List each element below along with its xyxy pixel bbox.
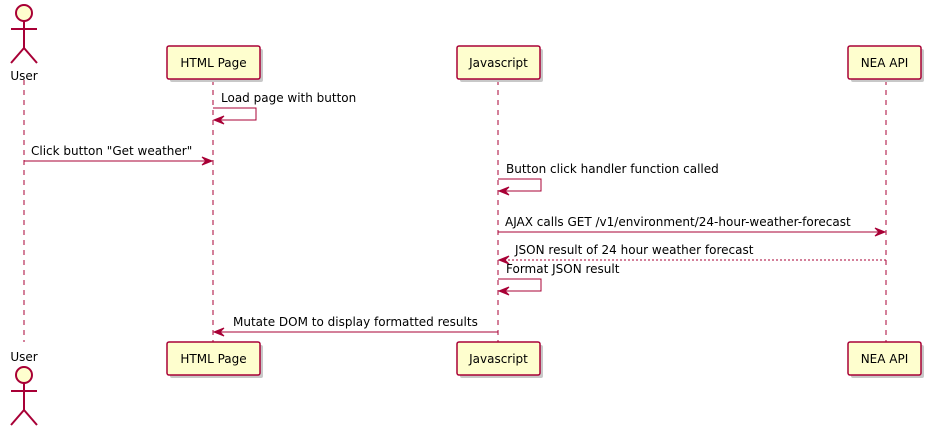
arrowhead [874,227,887,237]
participant-label: Javascript [468,56,528,70]
participant-label: HTML Page [180,56,246,70]
message-label: Format JSON result [506,262,620,276]
participant-html-bottom: HTML Page [166,341,263,378]
actor-user-bottom: User [10,350,38,426]
participant-label: NEA API [861,56,909,70]
self-message-line [498,278,542,292]
participant-label: NEA API [861,352,909,366]
message-6: Format JSON result [497,262,620,296]
message-2: Click button "Get weather" [24,144,214,166]
arrowhead [497,186,510,196]
message-label: Mutate DOM to display formatted results [233,315,478,329]
arrowhead [497,286,510,296]
actor-label: User [10,69,37,83]
actor-user-top: User [10,4,38,83]
message-label: AJAX calls GET /v1/environment/24-hour-w… [505,215,851,229]
arrowhead [212,327,225,337]
arrowhead [497,255,510,265]
participant-nea-top: NEA API [847,45,924,82]
self-message-line [498,178,542,192]
message-4: AJAX calls GET /v1/environment/24-hour-w… [498,215,887,237]
message-5: JSON result of 24 hour weather forecast [497,243,886,265]
message-1: Load page with button [212,91,356,125]
participant-label: HTML Page [180,352,246,366]
participant-js-bottom: Javascript [456,341,543,378]
participant-html-top: HTML Page [166,45,263,82]
message-label: Button click handler function called [506,162,719,176]
participant-js-top: Javascript [456,45,543,82]
actor-label: User [10,350,37,364]
arrowhead [212,115,225,125]
arrowhead [201,156,214,166]
participant-label: Javascript [468,352,528,366]
participant-nea-bottom: NEA API [847,341,924,378]
message-label: Load page with button [221,91,356,105]
message-label: Click button "Get weather" [31,144,192,158]
self-message-line [213,107,257,121]
message-label: JSON result of 24 hour weather forecast [514,243,754,257]
message-3: Button click handler function called [497,162,719,196]
message-7: Mutate DOM to display formatted results [212,315,498,337]
